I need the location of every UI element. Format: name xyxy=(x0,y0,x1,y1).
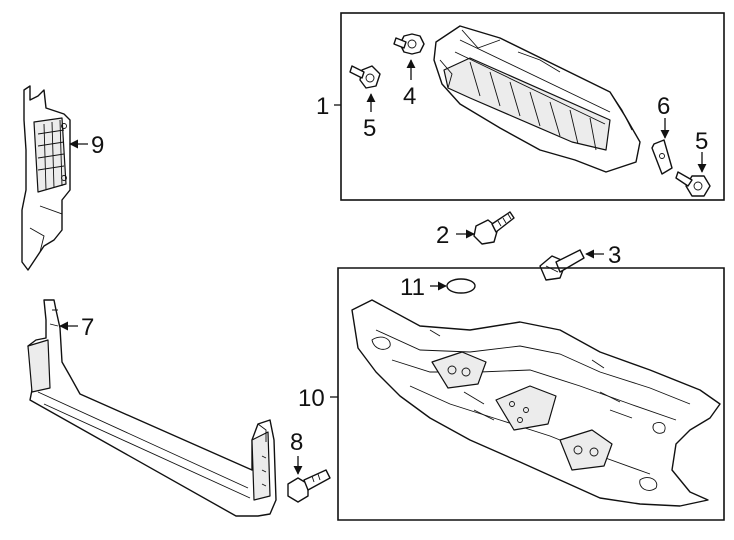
callout-7: 7 xyxy=(81,314,94,341)
callout-1: 1 xyxy=(316,93,329,120)
bolt-2 xyxy=(473,211,515,245)
callout-6: 6 xyxy=(657,93,670,120)
callout-4: 4 xyxy=(403,83,416,110)
screw-3 xyxy=(539,249,585,281)
assembly-10-box xyxy=(337,267,725,521)
plug-11 xyxy=(446,278,476,294)
screw-5-left xyxy=(349,65,381,89)
under-cover-panel xyxy=(351,299,721,507)
assembly-1-box xyxy=(340,12,725,201)
air-guide-duct xyxy=(433,25,641,173)
callout-10: 10 xyxy=(298,385,325,412)
callout-5-right: 5 xyxy=(695,128,708,155)
callout-3: 3 xyxy=(608,242,621,269)
lower-air-guide-7 xyxy=(27,299,277,517)
screw-5-right xyxy=(675,171,711,197)
bolt-8 xyxy=(287,469,331,503)
side-bracket-9 xyxy=(21,85,71,271)
clip-6 xyxy=(651,139,673,175)
callout-8: 8 xyxy=(290,429,303,456)
callout-9: 9 xyxy=(91,132,104,159)
bolt-4 xyxy=(393,33,425,55)
callout-11: 11 xyxy=(400,274,425,301)
callout-2: 2 xyxy=(436,222,449,249)
callout-5-left: 5 xyxy=(363,115,376,142)
